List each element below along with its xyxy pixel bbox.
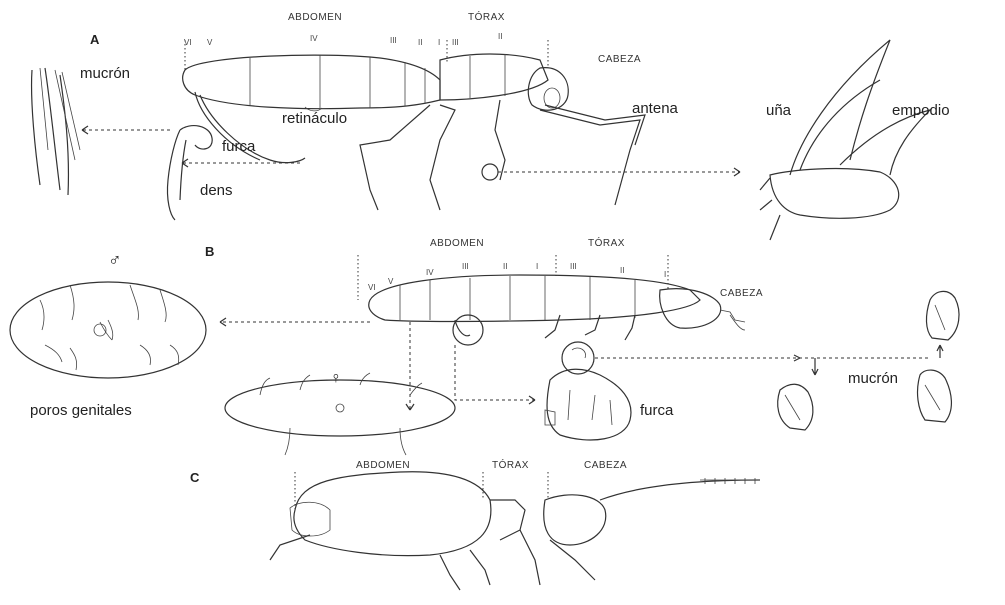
male-symbol: ♂	[108, 250, 122, 271]
female-symbol: ♀	[330, 370, 342, 388]
panel-b-thorax-ii: II	[620, 266, 624, 275]
panel-a-furca-label: furca	[222, 138, 255, 155]
panel-a-segment-ii: II	[418, 38, 422, 47]
panel-b-segment-i: I	[536, 262, 538, 271]
panel-a-segment-iii: III	[390, 36, 397, 45]
panel-a-mucron-label: mucrón	[80, 65, 130, 82]
panel-a-letter: A	[90, 32, 99, 47]
panel-b-poros-genitales-label: poros genitales	[30, 402, 132, 419]
panel-b-thorax-i: I	[664, 270, 666, 279]
panel-b-furca-detail	[545, 342, 631, 440]
panel-a-segment-v: V	[207, 38, 212, 47]
panel-b-male-genital-detail	[10, 282, 206, 378]
panel-a-segment-vi: VI	[184, 38, 192, 47]
panel-c-cabeza-label: CABEZA	[584, 460, 627, 471]
panel-c-torax-label: TÓRAX	[492, 460, 529, 471]
panel-a-insect	[183, 54, 645, 210]
panel-c-insect	[270, 472, 760, 590]
panel-a-segment-iv: IV	[310, 34, 318, 43]
panel-b-abdomen-label: ABDOMEN	[430, 238, 484, 249]
panel-b-insect	[369, 275, 745, 345]
panel-b-mucron-details	[778, 291, 959, 430]
panel-a-dens-label: dens	[200, 182, 233, 199]
panel-b-segment-v: V	[388, 277, 393, 286]
panel-b-cabeza-label: CABEZA	[720, 288, 763, 299]
panel-b-letter: B	[205, 244, 214, 259]
panel-c-letter: C	[190, 470, 199, 485]
panel-a-empodio-label: empodio	[892, 102, 950, 119]
panel-a-antena-label: antena	[632, 100, 678, 117]
panel-c-abdomen-label: ABDOMEN	[356, 460, 410, 471]
panel-b-furca-label: furca	[640, 402, 673, 419]
panel-b-mucron-label: mucrón	[848, 370, 898, 387]
panel-a-una-label: uña	[766, 102, 791, 119]
panel-a-cabeza-label: CABEZA	[598, 54, 641, 65]
panel-b-segment-vi: VI	[368, 283, 376, 292]
panel-a-thorax-iii: III	[452, 38, 459, 47]
panel-b-segment-iv: IV	[426, 268, 434, 277]
panel-a-claw-detail	[760, 40, 930, 240]
panel-a-retinaculo-label: retináculo	[282, 110, 347, 127]
panel-b-thorax-iii: III	[570, 262, 577, 271]
panel-a-thorax-ii: II	[498, 32, 502, 41]
panel-b-segment-ii: II	[503, 262, 507, 271]
panel-a-torax-label: TÓRAX	[468, 12, 505, 23]
panel-b-torax-label: TÓRAX	[588, 238, 625, 249]
panel-a-furca-detail	[167, 126, 212, 220]
panel-a-mucron-inset	[32, 68, 80, 195]
panel-a-abdomen-label: ABDOMEN	[288, 12, 342, 23]
panel-b-segment-iii: III	[462, 262, 469, 271]
panel-a-segment-i: I	[438, 38, 440, 47]
